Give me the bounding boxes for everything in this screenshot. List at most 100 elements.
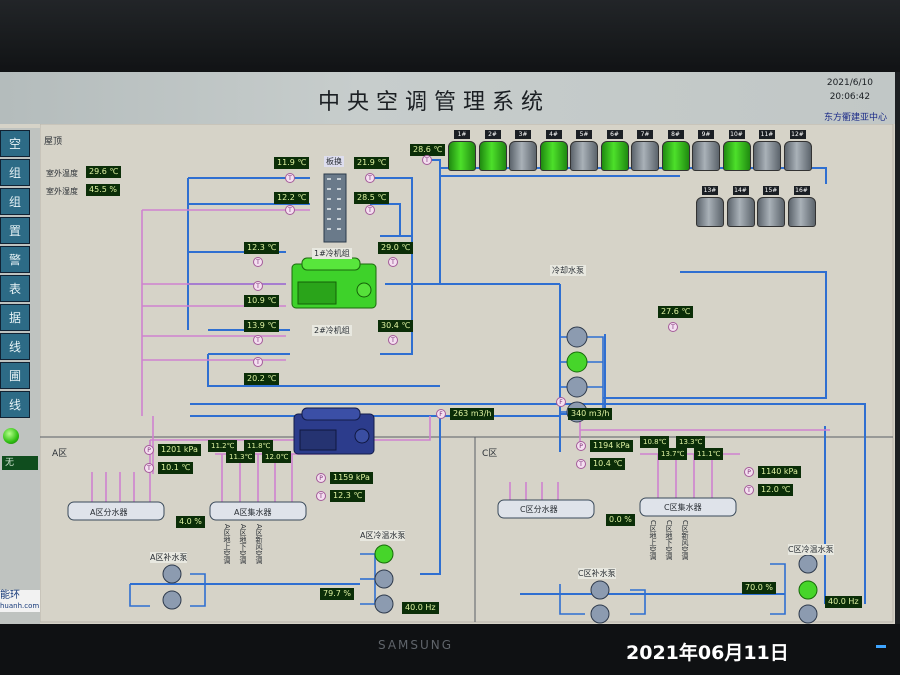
sidebar-nav-button-10[interactable]: 线 <box>0 391 30 418</box>
zone-a-supply-header: A区分水器 <box>90 508 128 517</box>
chiller1-outlet-temp: 29.0 ℃ <box>378 242 414 254</box>
sidebar-nav-button-4[interactable]: 置 <box>0 217 30 244</box>
sidebar-nav-button-6[interactable]: 表 <box>0 275 30 302</box>
scada-screen: 中央空调管理系统 2021/6/10 20:06:42 东方衢建亚中心 空组组置… <box>0 72 895 624</box>
cooling-tower[interactable] <box>570 141 598 171</box>
cooling-tower[interactable] <box>757 197 785 227</box>
cooling-tower-label: 6# <box>606 130 623 139</box>
cooling-tower[interactable] <box>539 141 568 171</box>
sidebar-nav-button-5[interactable]: 警 <box>0 246 30 273</box>
cooling-tower[interactable] <box>783 141 812 171</box>
zone-a-branch-1: A区地上空调 <box>223 524 231 564</box>
cooling-tower-label: 5# <box>576 130 592 139</box>
clock: 2021/6/10 20:06:42 <box>827 76 873 104</box>
exchanger-plates <box>327 178 341 230</box>
zone-c-temp-c: 13.7℃ <box>658 448 688 460</box>
cooling-tower[interactable] <box>726 197 755 227</box>
zone-a-pressure-2: 1159 kPa <box>330 472 373 484</box>
cooling-tower[interactable] <box>692 141 720 171</box>
sidebar-nav-button-1[interactable]: 空 <box>0 130 30 157</box>
zone-c-branch-1: C区地上空调 <box>649 520 657 560</box>
zone-a-return-header: A区集水器 <box>234 508 272 517</box>
sidebar-nav-button-7[interactable]: 据 <box>0 304 30 331</box>
zone-c-branch-3: C区新风空调 <box>681 520 689 560</box>
temp-sensor-icon: T <box>144 463 154 473</box>
cooling-tower-label: 13# <box>702 186 718 195</box>
sidebar-nav-button-9[interactable]: 圃 <box>0 362 30 389</box>
monitor-brand: SAMSUNG <box>378 638 454 652</box>
flow-sensor-icon: F <box>436 409 446 419</box>
organization-name: 东方衢建亚中心 <box>823 113 887 123</box>
cooling-tower[interactable] <box>787 197 816 227</box>
reading-r2: 21.9 ℃ <box>354 157 390 169</box>
date-display: 2021/6/10 <box>826 78 873 88</box>
zone-c-pressure-2: 1140 kPa <box>758 466 801 478</box>
cooling-pumps <box>566 326 588 423</box>
flow-zone-c: 340 m3/h <box>568 408 613 420</box>
temp-sensor-icon: T <box>365 205 375 215</box>
cooling-tower-label: 7# <box>637 130 653 139</box>
header-temp: 27.6 ℃ <box>658 306 694 318</box>
cooling-tower[interactable] <box>661 141 690 171</box>
chiller-1 <box>291 257 377 309</box>
cooling-tower-label: 10# <box>728 130 745 139</box>
cooling-tower-label: 9# <box>698 130 714 139</box>
chiller1-low-temp: 10.9 ℃ <box>244 295 280 307</box>
zone-c-temp-b: 13.3℃ <box>676 436 706 448</box>
cooling-pump-label: 冷却水泵 <box>550 265 586 276</box>
cooling-tower[interactable] <box>600 141 629 171</box>
plate-heat-exchanger <box>323 173 347 243</box>
zone-a-pressure-1: 1201 kPa <box>158 444 201 456</box>
system-title: 中央空调管理系统 <box>318 90 551 115</box>
monitor-bezel-bottom: SAMSUNG 2021年06月11日 <box>0 624 900 675</box>
temp-sensor-icon: T <box>253 281 263 291</box>
zone-a-temp-d: 12.0℃ <box>262 451 292 463</box>
title-bar: 中央空调管理系统 2021/6/10 20:06:42 东方衢建亚中心 <box>0 72 895 124</box>
pressure-sensor-icon: P <box>316 473 326 483</box>
cooling-tower-label: 11# <box>759 130 775 139</box>
cooling-tower[interactable] <box>448 141 476 171</box>
monitor-bezel-top <box>0 0 900 72</box>
zone-a-temp-c: 11.3℃ <box>226 451 256 463</box>
cooling-tower[interactable] <box>509 141 537 171</box>
cooling-tower-label: 14# <box>732 186 749 195</box>
zone-a-temp-2: 12.3 ℃ <box>330 490 366 502</box>
zone-a-temp-1: 10.1 ℃ <box>158 462 194 474</box>
temp-sensor-icon: T <box>422 155 432 165</box>
cooling-tower[interactable] <box>753 141 781 171</box>
outdoor-humidity-label: 室外湿度 <box>46 187 78 196</box>
outdoor-temp-label: 室外温度 <box>46 169 78 178</box>
sidebar-nav-button-2[interactable]: 组 <box>0 159 30 186</box>
power-led-icon <box>876 645 886 648</box>
cooling-tower[interactable] <box>722 141 751 171</box>
cooling-pump-piping <box>560 336 604 413</box>
sidebar-nav-button-8[interactable]: 线 <box>0 333 30 360</box>
temp-sensor-icon: T <box>668 322 678 332</box>
zone-a-secondary-pump-label: A区冷温水泵 <box>360 530 406 541</box>
time-display: 20:06:42 <box>829 92 871 102</box>
chiller-2 <box>293 407 375 455</box>
outdoor-humidity-value: 45.5 % <box>86 184 120 196</box>
cooling-tower[interactable] <box>631 141 659 171</box>
cooling-tower[interactable] <box>478 141 507 171</box>
warm-water-pipes <box>91 209 830 512</box>
pipe-diagram <box>39 123 894 624</box>
sidebar-nav-button-3[interactable]: 组 <box>0 188 30 215</box>
process-canvas: 屋顶 室外温度 29.6 ℃ 室外湿度 45.5 % 板换 11.9 ℃ 21.… <box>39 123 895 624</box>
zone-a-branch-2: A区地下空调 <box>239 524 247 564</box>
canvas-frame <box>39 123 894 623</box>
temp-sensor-icon: T <box>253 335 263 345</box>
zone-c-return-header: C区集水器 <box>664 503 702 512</box>
zone-c-branch-2: C区地下空调 <box>665 520 673 560</box>
temp-sensor-icon: T <box>285 205 295 215</box>
zone-c-label: C区 <box>482 449 498 459</box>
vendor-logo-name: 能环 <box>0 590 20 601</box>
cooling-tower[interactable] <box>696 197 724 227</box>
zone-a-pumps <box>162 544 394 614</box>
reading-r5: 28.6 ℃ <box>410 144 446 156</box>
temp-sensor-icon: T <box>253 357 263 367</box>
pressure-sensor-icon: P <box>144 445 154 455</box>
zone-c-frequency: 40.0 Hz <box>825 596 862 608</box>
